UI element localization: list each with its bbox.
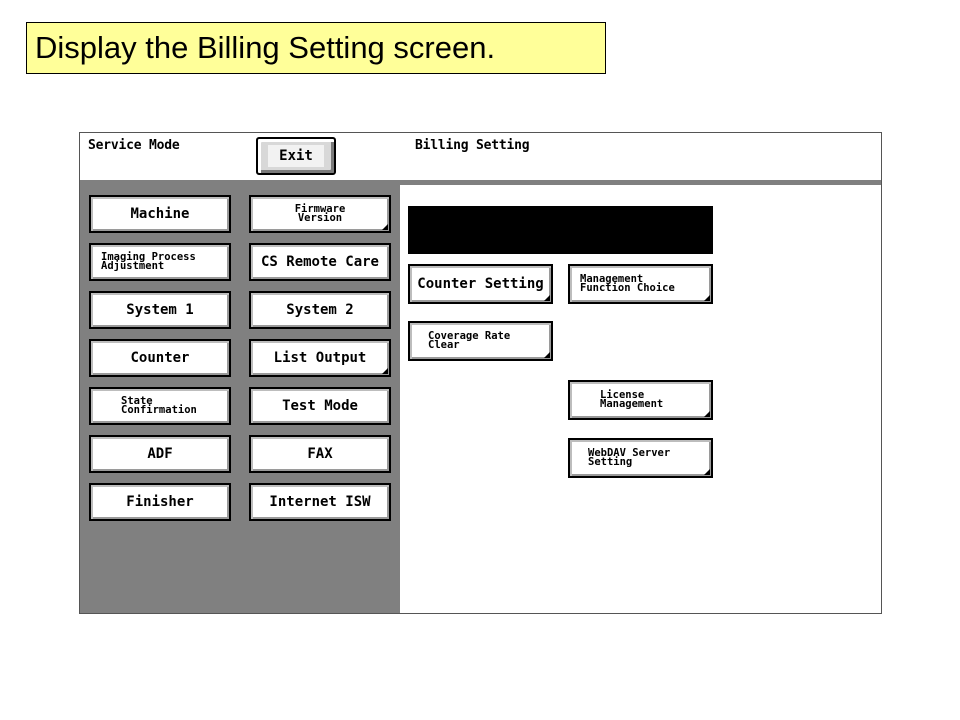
menu-finisher-button[interactable]: Finisher — [89, 483, 231, 521]
menu-system-2-button[interactable]: System 2 — [249, 291, 391, 329]
menu-fax-button[interactable]: FAX — [249, 435, 391, 473]
menu-cs-remote-care-button[interactable]: CS Remote Care — [249, 243, 391, 281]
menu-machine-button[interactable]: Machine — [89, 195, 231, 233]
counter-setting-button[interactable]: Counter Setting — [408, 264, 553, 304]
message-display-bar — [408, 206, 713, 254]
management-function-choice-button[interactable]: Management Function Choice — [568, 264, 713, 304]
slide-caption: Display the Billing Setting screen. — [26, 22, 606, 74]
menu-list-output-button[interactable]: List Output — [249, 339, 391, 377]
license-management-button[interactable]: License Management — [568, 380, 713, 420]
service-menu: Machine Imaging Process Adjustment Syste… — [80, 180, 400, 613]
service-mode-title: Service Mode — [88, 138, 180, 153]
webdav-server-setting-button[interactable]: WebDAV Server Setting — [568, 438, 713, 478]
menu-system-1-button[interactable]: System 1 — [89, 291, 231, 329]
header-divider — [400, 180, 881, 185]
exit-button-label: Exit — [268, 145, 324, 167]
service-mode-panel: Service Mode Exit Billing Setting Machin… — [79, 132, 882, 614]
panel-header: Service Mode Exit Billing Setting — [80, 133, 881, 180]
billing-setting-area: Counter Setting Management Function Choi… — [400, 185, 881, 613]
billing-setting-title: Billing Setting — [415, 138, 530, 153]
coverage-rate-clear-button[interactable]: Coverage Rate Clear — [408, 321, 553, 361]
menu-firmware-version-button[interactable]: Firmware Version — [249, 195, 391, 233]
menu-counter-button[interactable]: Counter — [89, 339, 231, 377]
menu-imaging-process-adjustment-button[interactable]: Imaging Process Adjustment — [89, 243, 231, 281]
menu-state-confirmation-button[interactable]: State Confirmation — [89, 387, 231, 425]
exit-button[interactable]: Exit — [256, 137, 336, 175]
menu-internet-isw-button[interactable]: Internet ISW — [249, 483, 391, 521]
menu-adf-button[interactable]: ADF — [89, 435, 231, 473]
menu-test-mode-button[interactable]: Test Mode — [249, 387, 391, 425]
